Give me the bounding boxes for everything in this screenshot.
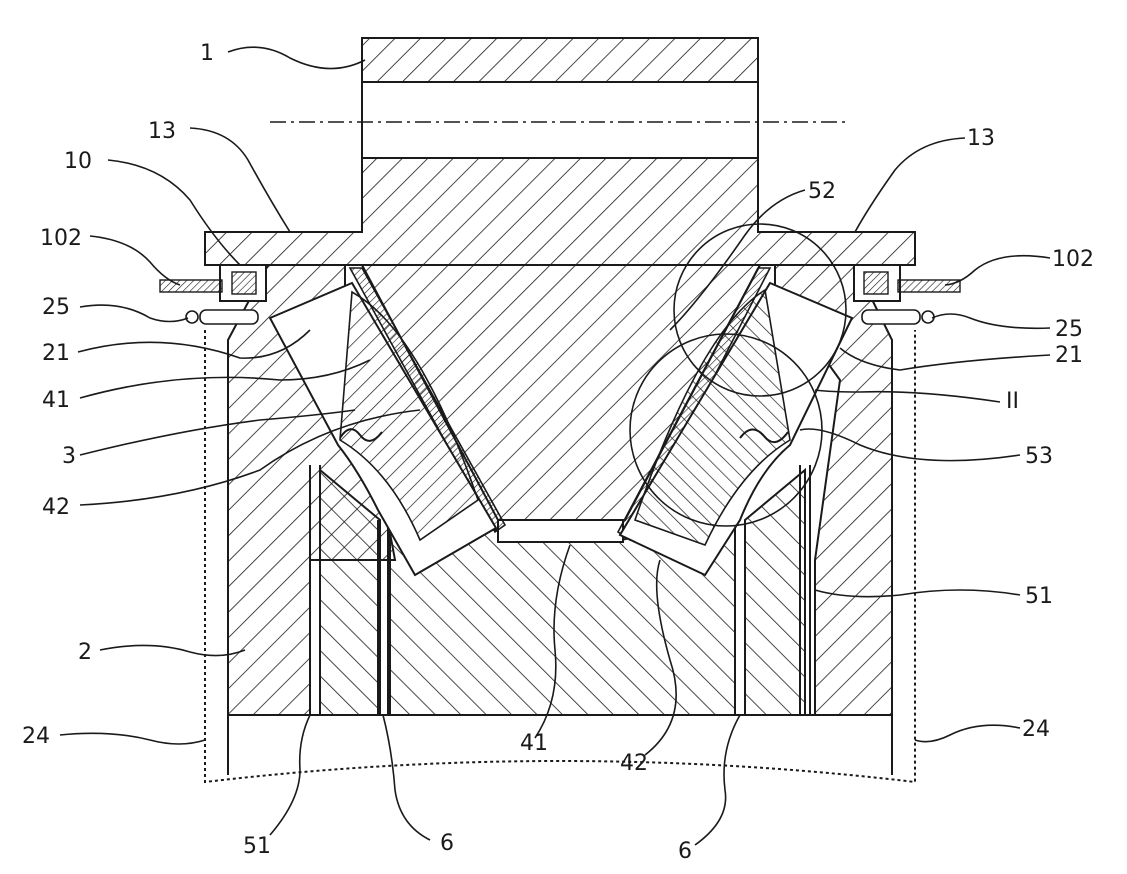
label-102-left: 102 bbox=[40, 226, 82, 251]
shaft-neck bbox=[362, 82, 758, 158]
leader-6-right bbox=[695, 715, 740, 845]
pipe-102-right bbox=[898, 280, 960, 292]
cone-tip bbox=[498, 520, 623, 542]
leader-102-right bbox=[945, 256, 1050, 285]
label-6-left: 6 bbox=[440, 831, 454, 856]
leader-24-right bbox=[915, 725, 1020, 741]
leader-2 bbox=[100, 645, 245, 655]
leader-6-left bbox=[383, 715, 430, 840]
label-42-bottom: 42 bbox=[620, 751, 648, 776]
leader-25-left bbox=[80, 305, 188, 321]
label-24-left: 24 bbox=[22, 724, 50, 749]
leader-25-right bbox=[932, 314, 1050, 328]
label-102-right: 102 bbox=[1052, 247, 1094, 272]
label-42-left: 42 bbox=[42, 495, 70, 520]
label-51-bottom: 51 bbox=[243, 834, 271, 859]
label-24-right: 24 bbox=[1022, 717, 1050, 742]
leader-1 bbox=[228, 47, 365, 68]
label-2: 2 bbox=[78, 640, 92, 665]
shaft-top-cap bbox=[362, 38, 758, 82]
label-13-left: 13 bbox=[148, 119, 176, 144]
label-13-right: 13 bbox=[967, 126, 995, 151]
label-41-bottom: 41 bbox=[520, 731, 548, 756]
label-3: 3 bbox=[62, 444, 76, 469]
label-21-right: 21 bbox=[1055, 343, 1083, 368]
leader-13-right bbox=[855, 138, 965, 232]
pin-25-left bbox=[200, 310, 258, 324]
pipe-102-left bbox=[160, 280, 222, 292]
label-6-right: 6 bbox=[678, 839, 692, 864]
leader-13-left bbox=[190, 128, 290, 232]
leader-24-left bbox=[60, 733, 205, 744]
label-25-left: 25 bbox=[42, 295, 70, 320]
label-21-left: 21 bbox=[42, 341, 70, 366]
body-right-column bbox=[745, 470, 805, 715]
ring-25-right bbox=[922, 311, 934, 323]
label-25-right: 25 bbox=[1055, 317, 1083, 342]
label-1: 1 bbox=[200, 41, 214, 66]
nozzle-left bbox=[160, 265, 266, 324]
ring-25-left bbox=[186, 311, 198, 323]
seal-core-right bbox=[864, 272, 888, 294]
label-52: 52 bbox=[808, 179, 836, 204]
pin-25-right bbox=[862, 310, 920, 324]
seal-core-10 bbox=[232, 272, 256, 294]
label-51-right: 51 bbox=[1025, 584, 1053, 609]
label-II: II bbox=[1006, 389, 1019, 414]
label-41-left: 41 bbox=[42, 388, 70, 413]
leader-102-left bbox=[90, 236, 180, 285]
label-53: 53 bbox=[1025, 444, 1053, 469]
label-10: 10 bbox=[64, 149, 92, 174]
